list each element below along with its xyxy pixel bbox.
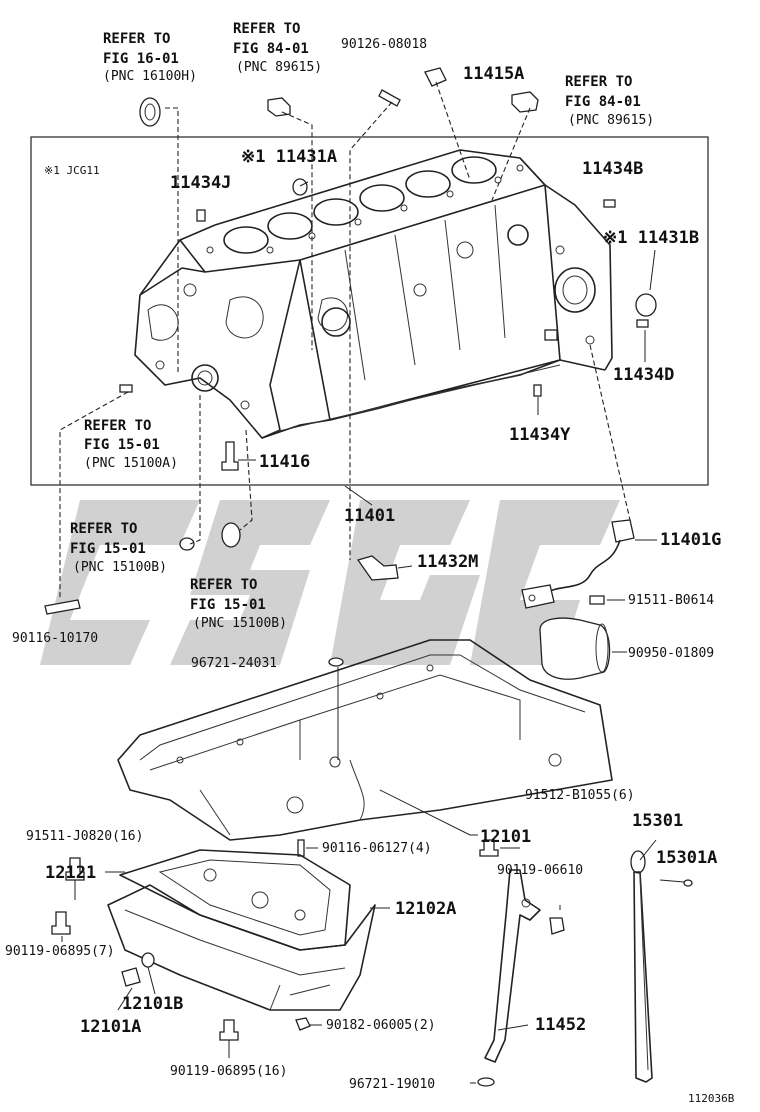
sensor-89615-left[interactable] (267, 97, 291, 117)
washer-96721-24031[interactable] (328, 657, 344, 667)
nut-90182-06005[interactable] (295, 1017, 311, 1031)
leader-lines (59, 81, 685, 1084)
label-12101b[interactable]: 12101B (122, 994, 183, 1014)
oil-seal-16100h[interactable] (139, 97, 161, 127)
pin-11434b[interactable] (603, 199, 616, 208)
oil-pan-baffle-12121[interactable] (119, 849, 351, 951)
label-11434j[interactable]: 11434J (170, 173, 231, 193)
refer-fig15a-line3: (PNC 15100A) (84, 456, 178, 471)
pin-left[interactable] (119, 384, 133, 393)
label-15301[interactable]: 15301 (632, 811, 683, 831)
label-90950-01809[interactable]: 90950-01809 (628, 646, 714, 661)
label-90126-08018[interactable]: 90126-08018 (341, 37, 427, 52)
cylinder-block-drawing[interactable] (134, 149, 613, 439)
label-90116-10170[interactable]: 90116-10170 (12, 631, 98, 646)
plug-11415a[interactable] (424, 67, 447, 87)
refer-fig84-left-line2: FIG 84-01 (233, 41, 309, 57)
stud-90116-10170[interactable] (44, 599, 81, 615)
crank-sensor-11401g[interactable] (521, 519, 635, 609)
label-11434b[interactable]: 11434B (582, 159, 643, 179)
bolt-11416[interactable] (221, 441, 239, 471)
jcg-note: ※1 JCG11 (44, 164, 100, 177)
refer-fig15b1-line1: REFER TO (70, 521, 137, 537)
label-11401g[interactable]: 11401G (660, 530, 721, 550)
refer-fig84-right-line2: FIG 84-01 (565, 94, 641, 110)
refer-fig16-line3: (PNC 16100H) (103, 69, 197, 84)
seal-packing-90950[interactable] (539, 617, 611, 680)
label-96721-19010[interactable]: 96721-19010 (349, 1077, 435, 1092)
label-91511-b0614[interactable]: 91511-B0614 (628, 593, 714, 608)
bolt-90119-06895-7[interactable] (51, 911, 71, 935)
part-number-labels: ※1 JCG11 90126-08018 11415A ※1 11431A 11… (5, 37, 735, 1105)
refer-fig15b1-line2: FIG 15-01 (70, 541, 146, 557)
label-96721-24031[interactable]: 96721-24031 (191, 656, 277, 671)
oil-strainer-11452[interactable] (484, 869, 541, 1063)
oil-pan-12102a[interactable] (107, 884, 376, 1011)
label-12121[interactable]: 12121 (45, 863, 96, 883)
label-11416[interactable]: 11416 (259, 452, 310, 472)
engine-block-group-frame (30, 136, 709, 486)
label-90119-06895-16[interactable]: 90119-06895(16) (170, 1064, 287, 1079)
refer-fig15b1-line3: (PNC 15100B) (73, 560, 167, 575)
refer-fig84-left-line1: REFER TO (233, 21, 300, 37)
refer-fig15b2-line1: REFER TO (190, 577, 257, 593)
refer-fig15b2-line2: FIG 15-01 (190, 597, 266, 613)
pin-11434y[interactable] (533, 384, 542, 397)
label-12101a[interactable]: 12101A (80, 1017, 141, 1037)
label-15301a[interactable]: 15301A (656, 848, 717, 868)
refer-fig15b2-line3: (PNC 15100B) (193, 616, 287, 631)
refer-fig15a-line1: REFER TO (84, 418, 151, 434)
label-11401[interactable]: 11401 (344, 506, 395, 526)
label-90182-06005[interactable]: 90182-06005(2) (326, 1018, 436, 1033)
label-91511-j0820[interactable]: 91511-J0820(16) (26, 829, 143, 844)
ring-15100b-small[interactable] (179, 537, 195, 551)
label-11432m[interactable]: 11432M (417, 552, 478, 572)
label-91512-b1055[interactable]: 91512-B1055(6) (525, 788, 635, 803)
plug-11431b[interactable] (635, 293, 657, 317)
gasket-96721-19010[interactable] (477, 1077, 495, 1087)
label-11431a[interactable]: ※1 11431A (241, 147, 337, 167)
label-90116-06127[interactable]: 90116-06127(4) (322, 841, 432, 856)
stud-90126[interactable] (378, 89, 401, 107)
refer-fig16-line1: REFER TO (103, 31, 170, 47)
bolt-91512-b1055[interactable] (479, 839, 499, 857)
sensor-89615-right[interactable] (511, 91, 539, 113)
refer-fig15a-line2: FIG 15-01 (84, 437, 160, 453)
oring-15100b[interactable] (221, 522, 241, 548)
pin-11434j[interactable] (196, 209, 206, 222)
refer-fig84-right-line1: REFER TO (565, 74, 632, 90)
refer-fig16-line2: FIG 16-01 (103, 51, 179, 67)
bolt-91511-b0614[interactable] (589, 595, 605, 605)
refer-fig84-left-line3: (PNC 89615) (236, 60, 322, 75)
ring-15301a[interactable] (683, 879, 693, 887)
refer-fig84-right-line3: (PNC 89615) (568, 113, 654, 128)
label-90119-06610[interactable]: 90119-06610 (497, 863, 583, 878)
label-11434d[interactable]: 11434D (613, 365, 674, 385)
plug-11431a[interactable] (292, 178, 308, 196)
watermark-logo (40, 500, 620, 665)
label-11431b[interactable]: ※1 11431B (603, 228, 699, 248)
stud-90116-06127[interactable] (297, 839, 305, 857)
knock-sensor-11432m[interactable] (356, 555, 399, 581)
label-11452[interactable]: 11452 (535, 1015, 586, 1035)
bolt-90119-06610[interactable] (549, 917, 565, 935)
label-11434y[interactable]: 11434Y (509, 425, 571, 445)
label-12102a[interactable]: 12102A (395, 899, 456, 919)
label-11415a[interactable]: 11415A (463, 64, 524, 84)
pin-11434d[interactable] (636, 319, 649, 328)
oil-pan-12101[interactable] (117, 639, 613, 841)
bolt-91511-j0820[interactable] (65, 857, 85, 881)
sheet-number: 112036B (688, 1092, 735, 1105)
bolt-90119-06895-16[interactable] (219, 1019, 239, 1041)
gasket-12101b[interactable] (141, 952, 155, 968)
label-90119-06895-7[interactable]: 90119-06895(7) (5, 944, 115, 959)
label-12101[interactable]: 12101 (480, 827, 531, 847)
drain-plug-12101a[interactable] (121, 967, 141, 987)
refer-to-labels: REFER TO FIG 16-01 (PNC 16100H) REFER TO… (70, 21, 654, 631)
oil-level-gauge-15301[interactable] (630, 850, 653, 1083)
